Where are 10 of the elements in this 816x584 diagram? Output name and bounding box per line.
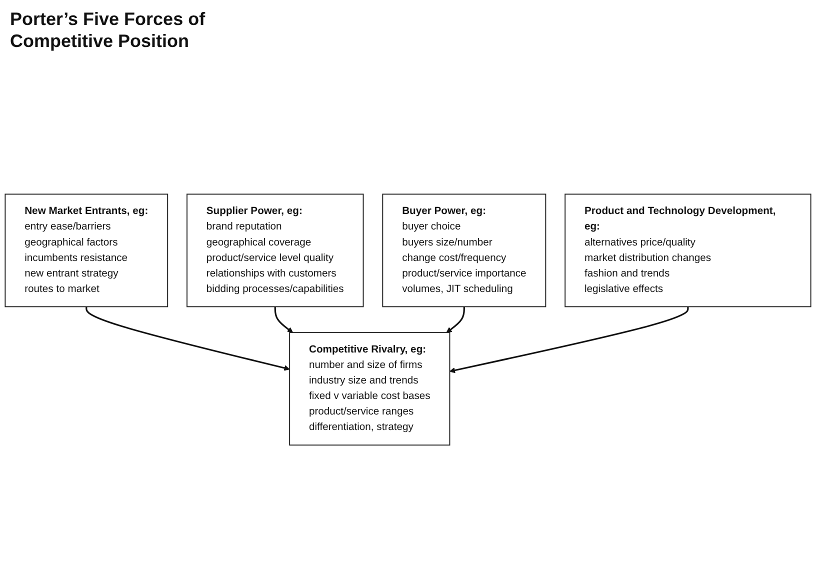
node-box: Product and Technology Development, eg: alternatives price/quality market distribution changes fashion and trends legislative effects <box>564 194 812 308</box>
node-box: Supplier Power, eg: brand reputation geographical coverage product/service level quality relationships with customers bidding processes/capabilities <box>186 194 364 308</box>
arrow <box>86 307 290 372</box>
node-box: New Market Entrants, eg: entry ease/barriers geographical factors incumbents resistance new entrant strategy routes to market <box>4 194 168 308</box>
arrow <box>449 307 689 374</box>
diagram-title: Porter’s Five Forces of Competitive Position <box>10 8 206 52</box>
arrow <box>446 307 465 334</box>
arrow <box>274 307 294 334</box>
node-box: Buyer Power, eg: buyer choice buyers size/number change cost/frequency product/service importance volumes, JIT scheduling <box>382 194 546 308</box>
node-box: Competitive Rivalry, eg: number and size of firms industry size and trends fixed v variable cost bases product/service ranges differentiation, strategy <box>289 332 450 446</box>
